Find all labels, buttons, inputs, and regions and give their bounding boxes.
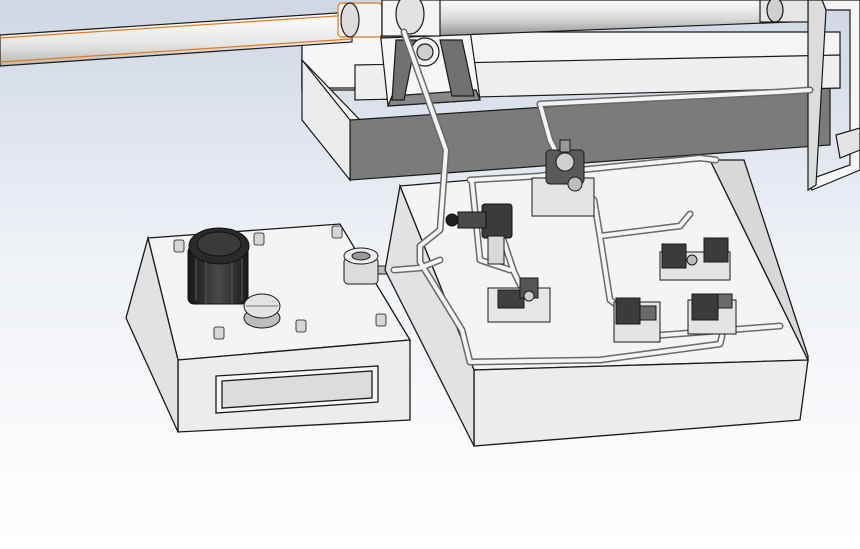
- solenoid-valve: [687, 293, 737, 335]
- bolt: [173, 239, 185, 253]
- frame-structure: [807, 0, 860, 192]
- pressure-relief-valve: [531, 139, 595, 217]
- manifold-side: [384, 183, 475, 447]
- cylinder-rod: [0, 11, 353, 67]
- bolt: [253, 232, 265, 246]
- hydraulic-cylinder: [0, 0, 809, 67]
- cylinder-pedestal: [379, 29, 481, 107]
- filler-breather-cap: [243, 293, 281, 329]
- manifold-right-side: [708, 159, 809, 361]
- bolt: [331, 225, 343, 239]
- directional-valve: [487, 277, 551, 323]
- electric-motor: [187, 227, 250, 305]
- bolt: [213, 326, 225, 340]
- tank-side: [125, 235, 179, 433]
- flow-control-valve: [445, 203, 513, 265]
- bolt: [295, 319, 307, 333]
- solenoid-valve: [613, 297, 661, 343]
- tank-bolts: [173, 225, 387, 340]
- bolt: [375, 313, 387, 327]
- solenoid-valve: [659, 237, 731, 281]
- solenoid-valves: [613, 237, 737, 343]
